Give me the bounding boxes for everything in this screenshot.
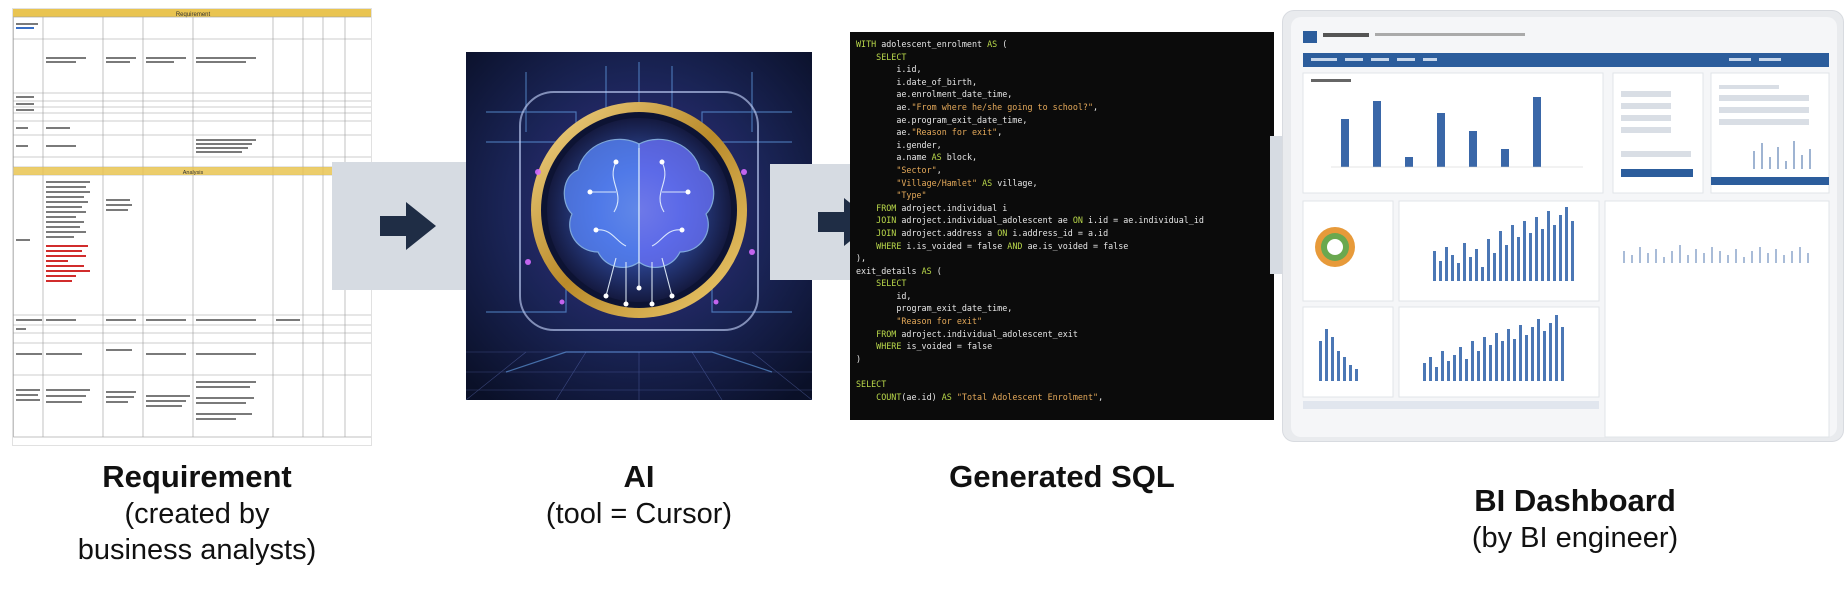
sql-line: "Type" [896, 190, 927, 201]
sql-line: JOIN adroject.address a ON i.address_id … [876, 227, 1109, 238]
stage-title: Requirement [102, 459, 292, 494]
sql-line: i.id, [856, 64, 922, 75]
right-arrow-icon [818, 198, 874, 246]
sql-line: ), [856, 253, 867, 264]
sql-line: SELECT [876, 51, 907, 62]
right-arrow-icon [380, 202, 436, 250]
sql-line: "Village/Hamlet" AS village, [896, 177, 1038, 188]
sql-line: exit_details AS ( [856, 265, 942, 276]
sql-line: JOIN adroject.individual_adolescent ae O… [876, 215, 1204, 226]
sql-line: id, [856, 290, 912, 301]
sql-line: ae.program_exit_date_time, [856, 114, 1028, 125]
sql-line: "Sector", [896, 164, 942, 175]
caption-ai: AI (tool = Cursor) [466, 458, 812, 532]
sheet-section-text: Analysis [183, 170, 204, 176]
stage-subtitle-line: (tool = Cursor) [545, 498, 733, 530]
sql-line: ) [856, 353, 862, 364]
caption-bi-dashboard: BI Dashboard (by BI engineer) [1360, 482, 1790, 556]
sql-line: COUNT(ae.id) AS "Total Adolescent Enrolm… [876, 391, 1104, 402]
sql-line: WHERE is_voided = false [876, 341, 993, 352]
sql-code-block: WITH adolescent_enrolment AS ( SELECT i.… [856, 38, 1274, 403]
requirement-spreadsheet-image: Requirement [12, 8, 372, 446]
sql-code-editor: WITH adolescent_enrolment AS ( SELECT i.… [850, 32, 1274, 420]
sql-line: ae."From where he/she going to school?", [856, 101, 1099, 112]
stage-subtitle-line: business analysts) [77, 534, 317, 566]
sql-line: SELECT [856, 379, 887, 390]
bi-dashboard-image [1282, 10, 1844, 442]
sql-line: i.gender, [856, 139, 942, 150]
ai-brain-icon [466, 52, 812, 400]
sql-line [856, 365, 1274, 378]
sql-line: "Reason for exit" [896, 316, 983, 327]
arrow-step-1 [332, 162, 484, 290]
dashboard-bar-chart [1341, 97, 1541, 167]
sql-line: i.date_of_birth, [856, 76, 978, 87]
stage-subtitle-line: (created by [124, 498, 270, 530]
sql-line: FROM adroject.individual_adolescent_exit [876, 328, 1078, 339]
stage-subtitle-line: (by BI engineer) [1471, 522, 1679, 554]
sql-line: FROM adroject.individual i [876, 202, 1008, 213]
caption-generated-sql: Generated SQL [850, 458, 1274, 496]
sql-line: ae."Reason for exit", [856, 127, 1003, 138]
stage-title: Generated SQL [949, 459, 1175, 494]
ai-brain-image [466, 52, 812, 400]
stage-title: AI [623, 459, 655, 494]
caption-requirement: Requirement (created by business analyst… [0, 458, 394, 568]
sql-line: ae.enrolment_date_time, [856, 89, 1013, 100]
sql-line: SELECT [876, 278, 907, 289]
sql-line: WITH adolescent_enrolment AS ( [856, 39, 1008, 49]
sql-line: a.name AS block, [856, 152, 978, 163]
stage-title: BI Dashboard [1474, 483, 1676, 518]
sheet-header-text: Requirement [176, 12, 211, 18]
sql-line: WHERE i.is_voided = false AND ae.is_void… [876, 240, 1129, 251]
sql-line: program_exit_date_time, [856, 303, 1013, 314]
